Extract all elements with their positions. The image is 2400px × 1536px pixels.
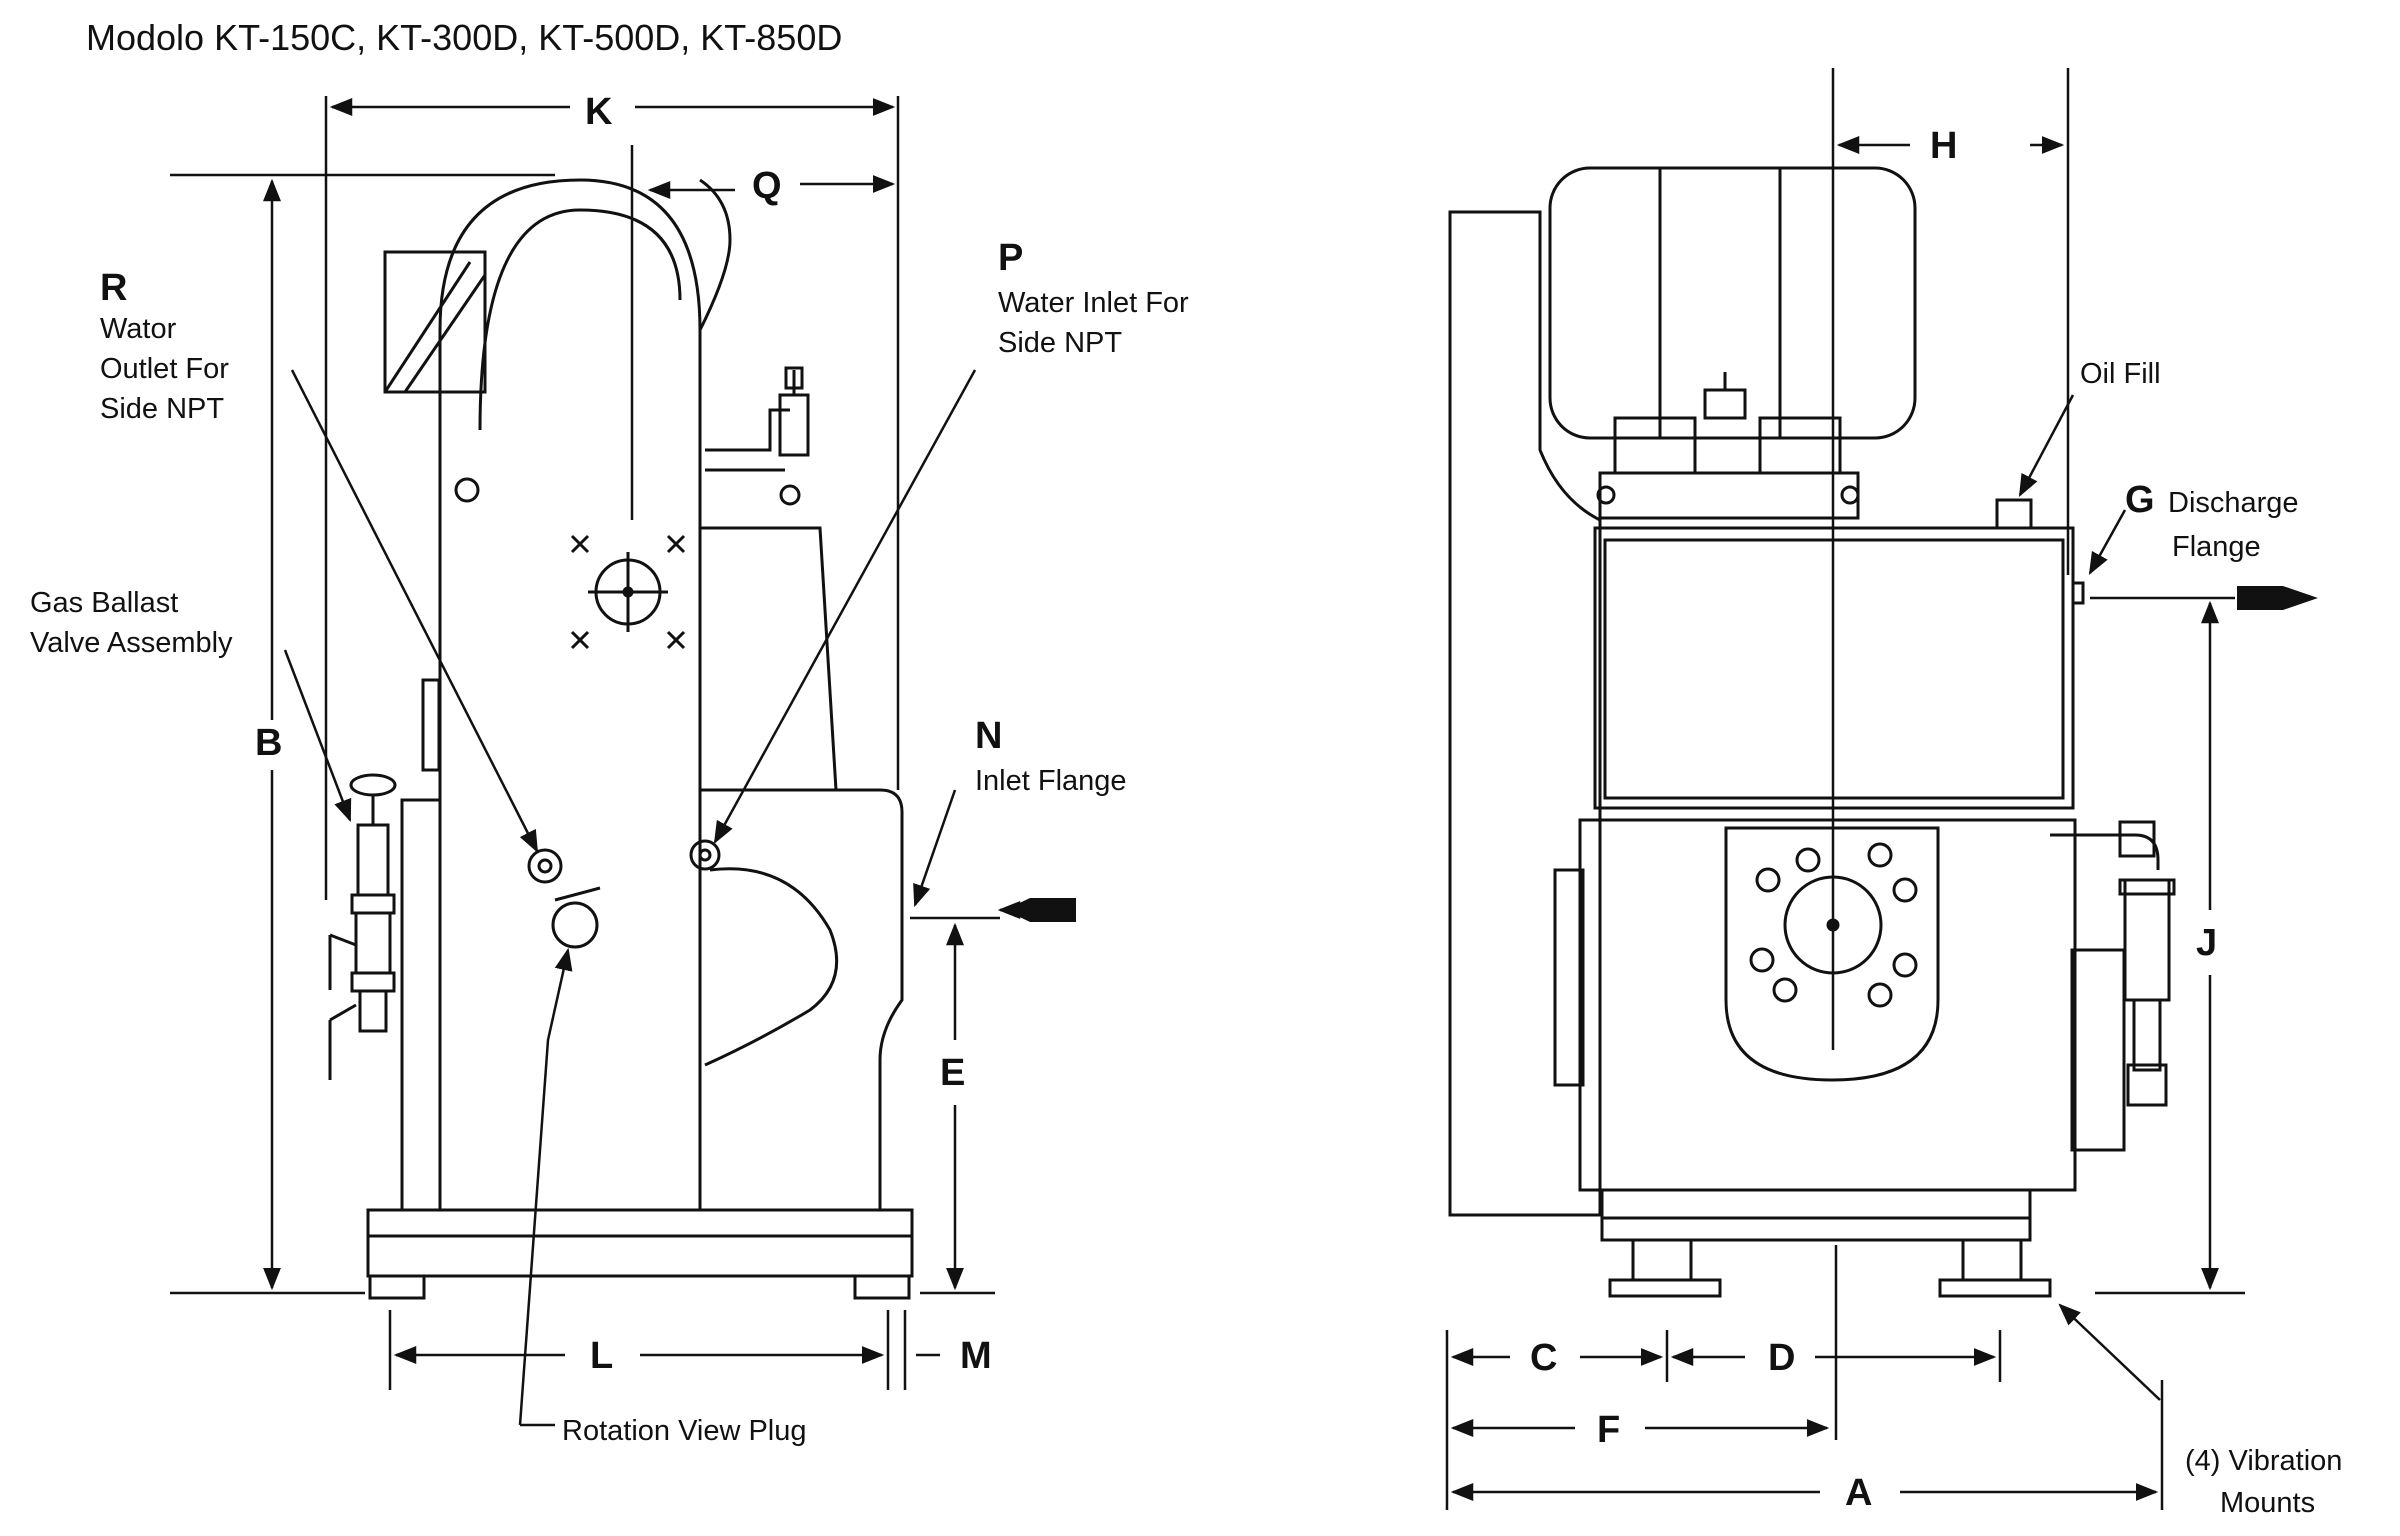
ballast-housing bbox=[400, 798, 440, 1212]
water-outlet-label-3: Side NPT bbox=[100, 393, 224, 425]
discharge-label-2: Flange bbox=[2172, 531, 2261, 563]
motor bbox=[1548, 166, 1917, 440]
junction-box-diag2 bbox=[403, 274, 487, 393]
water-outlet-fitting bbox=[527, 848, 563, 884]
bolt-left bbox=[454, 477, 480, 503]
vibration-mount-left bbox=[1631, 1238, 1693, 1282]
pump-housing bbox=[1578, 818, 2077, 1192]
dim-d-label: D bbox=[1768, 1337, 1795, 1379]
side-valve bbox=[2123, 878, 2171, 1002]
dim-k-label: K bbox=[585, 91, 613, 133]
discharge-label-1: Discharge bbox=[2168, 487, 2299, 519]
dim-g-label: G bbox=[2125, 479, 2155, 521]
dim-p-label: P bbox=[998, 237, 1023, 279]
rear-frame bbox=[1448, 210, 1602, 1217]
side-bracket bbox=[421, 678, 441, 772]
vibration-mount-right bbox=[1961, 1238, 2023, 1282]
dim-l-label: L bbox=[590, 1335, 613, 1377]
vibration-label-1: (4) Vibration bbox=[2185, 1445, 2342, 1477]
dim-e-label: E bbox=[940, 1052, 965, 1094]
bolt-right bbox=[779, 484, 801, 506]
discharge-flange-symbol bbox=[2237, 586, 2318, 610]
dim-b-label: B bbox=[255, 722, 282, 764]
foot-left bbox=[368, 1274, 426, 1300]
dim-m-label: M bbox=[960, 1335, 992, 1377]
arch-back bbox=[698, 178, 732, 331]
dim-f-label: F bbox=[1597, 1409, 1620, 1451]
pump-base bbox=[1600, 1188, 2032, 1220]
pump-scroll bbox=[704, 867, 839, 1067]
end-view bbox=[1448, 166, 2176, 1298]
rotation-view-plug-label: Rotation View Plug bbox=[562, 1415, 807, 1447]
water-inlet-fitting bbox=[689, 839, 721, 871]
oil-fill-cap bbox=[1995, 498, 2033, 530]
water-inlet-label-1: Water Inlet For bbox=[998, 287, 1189, 319]
water-valve-cap bbox=[784, 366, 804, 390]
rotor-housing bbox=[1724, 826, 1940, 1082]
motor-mount-left bbox=[1613, 416, 1697, 475]
water-valve bbox=[778, 393, 810, 457]
dim-r-label: R bbox=[100, 267, 127, 309]
inlet-flange-label: Inlet Flange bbox=[975, 765, 1127, 797]
side-view bbox=[328, 178, 914, 1300]
side-view-dimensions bbox=[170, 96, 1030, 1427]
end-view-dimensions bbox=[1445, 68, 2245, 1510]
oil-fill-label: Oil Fill bbox=[2080, 358, 2161, 390]
dim-a-label: A bbox=[1845, 1472, 1872, 1514]
water-pipe bbox=[705, 408, 790, 472]
motor-rail bbox=[1598, 471, 1860, 520]
water-inlet-label-2: Side NPT bbox=[998, 327, 1122, 359]
motor-column bbox=[438, 178, 702, 1212]
dim-q-label: Q bbox=[752, 165, 782, 207]
discharge-elbow bbox=[2050, 833, 2160, 870]
gas-ballast-label-2: Valve Assembly bbox=[30, 627, 233, 659]
dim-c-label: C bbox=[1530, 1337, 1557, 1379]
pump-body bbox=[698, 788, 904, 1212]
junction-box bbox=[383, 250, 487, 394]
water-outlet-label-1: Wator bbox=[100, 313, 177, 345]
water-outlet-label-2: Outlet For bbox=[100, 353, 229, 385]
column-arch-inner bbox=[478, 208, 682, 431]
foot-right bbox=[853, 1274, 911, 1300]
diagram-title: Modolo KT-150C, KT-300D, KT-500D, KT-850… bbox=[86, 17, 842, 58]
gas-ballast-valve bbox=[328, 773, 397, 1080]
gas-ballast-label-1: Gas Ballast bbox=[30, 587, 178, 619]
motor-housing bbox=[700, 526, 838, 792]
junction-box-diag bbox=[383, 261, 472, 393]
vibration-label-2: Mounts bbox=[2220, 1487, 2315, 1519]
rotation-view-plug bbox=[551, 901, 599, 949]
dim-j-label: J bbox=[2196, 922, 2217, 964]
base-skid bbox=[366, 1234, 914, 1278]
dim-h-label: H bbox=[1930, 125, 1957, 167]
motor-mount-right bbox=[1758, 416, 1842, 475]
base-plate bbox=[366, 1208, 914, 1238]
inlet-flange-symbol bbox=[1005, 898, 1076, 922]
dim-n-label: N bbox=[975, 715, 1002, 757]
